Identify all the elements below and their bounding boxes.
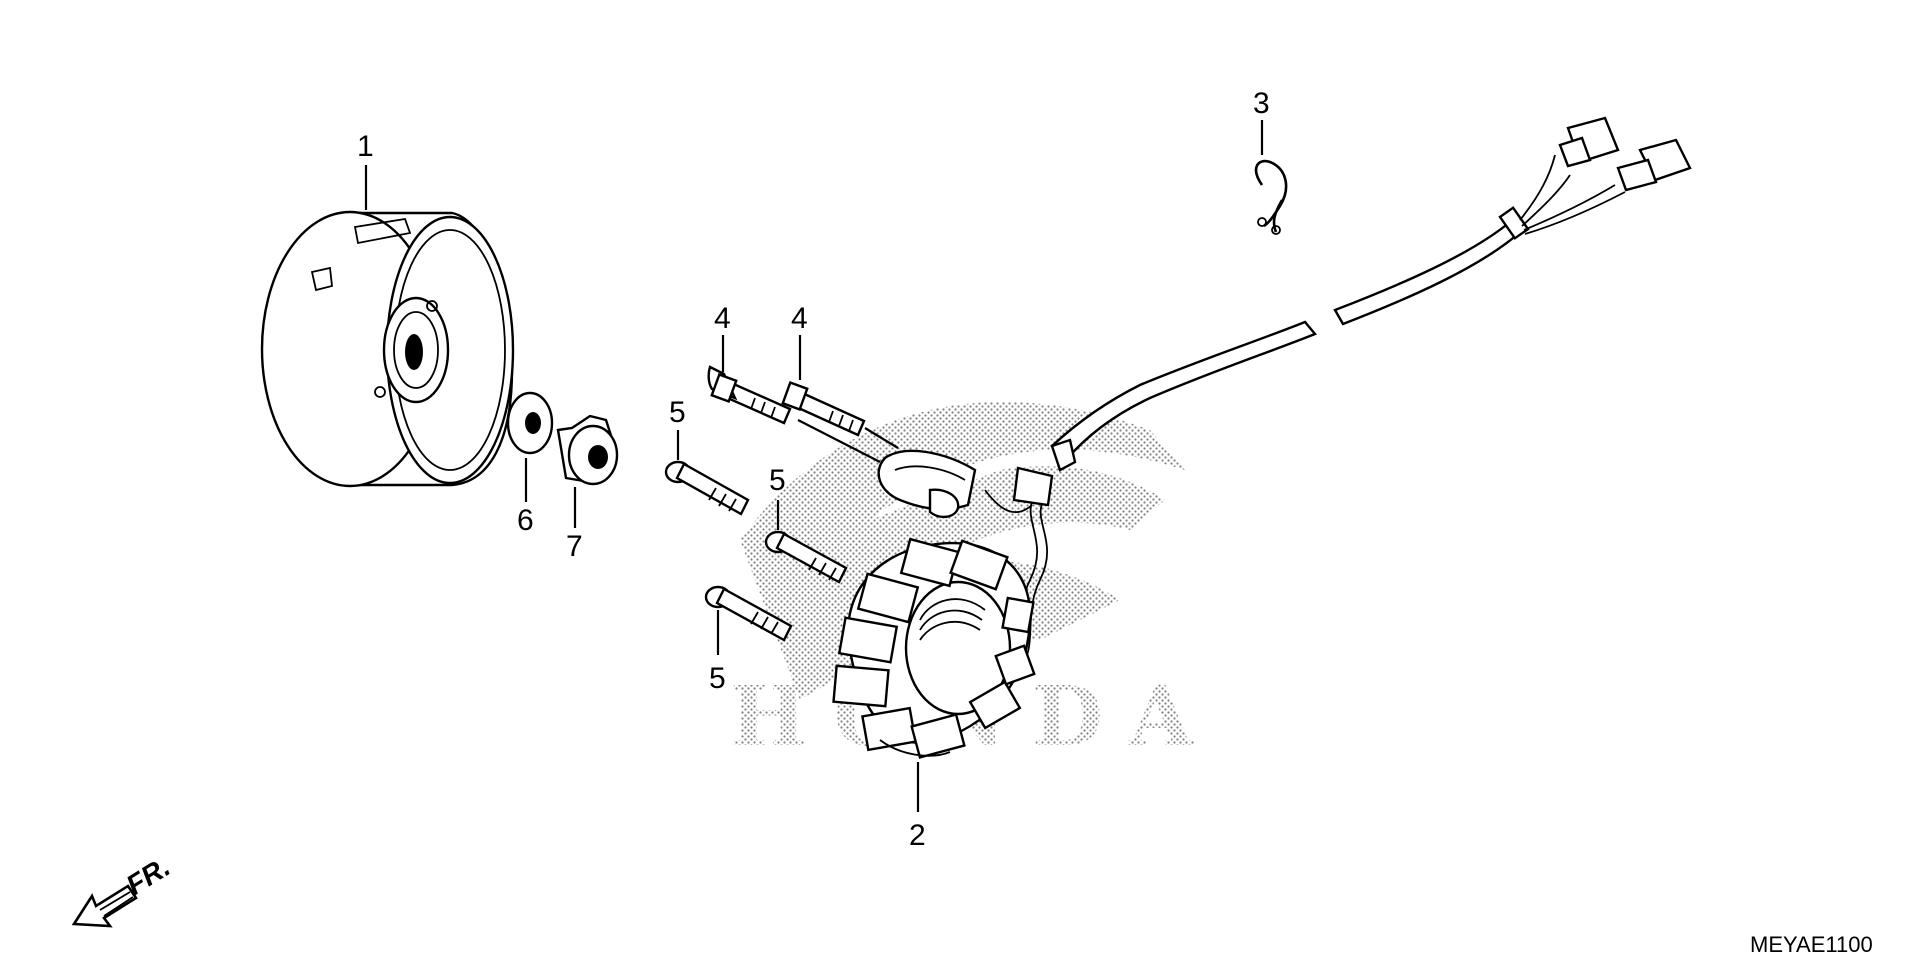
callout-pulser-bolt-a: 4 [714, 302, 731, 335]
pulser-generator [877, 449, 977, 519]
callout-flywheel: 1 [357, 130, 374, 163]
stator [832, 537, 1036, 759]
flange-nut [556, 414, 619, 486]
stator-bolt-c [704, 585, 793, 642]
callout-stator-bolt-b: 5 [769, 464, 786, 497]
wire-harness [984, 116, 1692, 661]
callout-stator-bolt-a: 5 [669, 396, 686, 429]
callout-labels: 1 2 3 4 4 5 5 5 6 7 [357, 87, 1270, 852]
callout-wire-clip: 3 [1253, 87, 1270, 120]
callout-washer: 6 [517, 504, 534, 537]
diagram-code: MEYAE1100 [1750, 932, 1873, 957]
flywheel [260, 210, 515, 488]
front-direction-indicator: FR. [71, 851, 175, 928]
stator-bolt-a [664, 460, 750, 516]
wire-clip [1254, 159, 1288, 235]
callout-stator-bolt-c: 5 [709, 662, 726, 695]
leader-lines [364, 120, 1264, 812]
pulser-bolt-a [707, 365, 792, 425]
washer [506, 391, 554, 455]
pulser-bolt-b [781, 381, 866, 437]
callout-stator: 2 [909, 819, 926, 852]
callout-flange-nut: 7 [566, 530, 583, 563]
stator-bolt-b [764, 530, 848, 584]
callout-pulser-bolt-b: 4 [791, 302, 808, 335]
